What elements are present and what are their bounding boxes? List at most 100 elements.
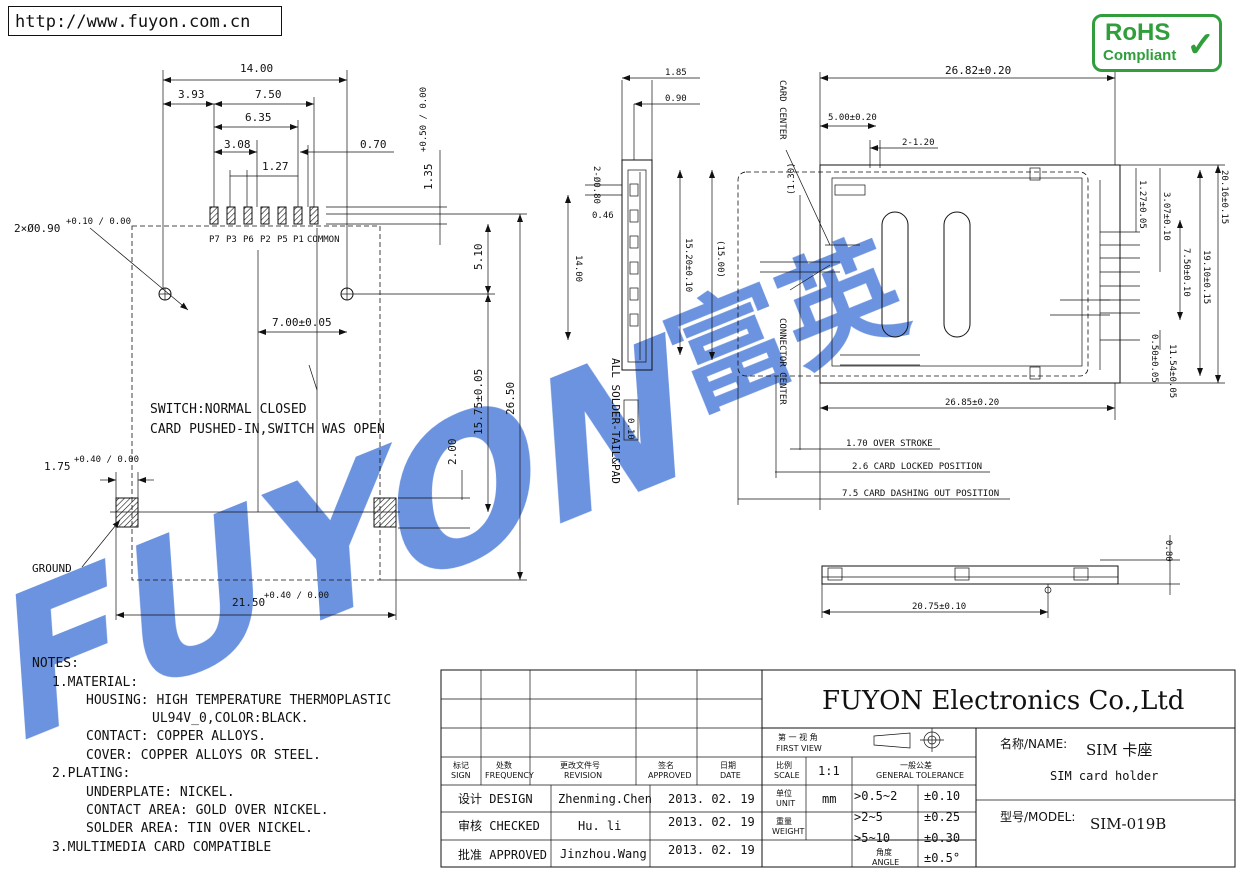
approved-name: Jinzhou.Wang [560, 847, 647, 861]
dim-750: 7.50 [255, 88, 282, 101]
tol-range: >5~10 [854, 831, 890, 845]
dim-2150: 21.50 [232, 596, 265, 609]
angle-tol: ±0.5° [924, 851, 960, 865]
note-line: UL94V_0,COLOR:BLACK. [152, 711, 309, 726]
weight-en: WEIGHT [772, 827, 805, 836]
flatness: 0.10 [625, 418, 635, 440]
angle-cn: 角度 [876, 847, 892, 857]
hdr-en: APPROVED [648, 771, 692, 780]
hdr-en: FREQUENCY [485, 771, 534, 780]
dim-26: 2.6 CARD LOCKED POSITION [852, 462, 982, 472]
checked-name: Hu. li [578, 819, 621, 833]
hdr-cn: 签名 [658, 760, 674, 770]
dim-14: 14.00 [240, 62, 273, 75]
switch-note-2: CARD PUSHED-IN,SWITCH WAS OPEN [150, 422, 385, 437]
dim-127r: 1.27±0.05 [1137, 180, 1147, 229]
checked-label: 审核 CHECKED [458, 818, 540, 833]
note-line: SOLDER AREA: TIN OVER NICKEL. [86, 821, 313, 836]
hdr-en: SCALE [774, 771, 800, 780]
dim-1520: 15.20±0.10 [683, 238, 693, 292]
product-name-cn: SIM 卡座 [1086, 741, 1152, 759]
hole-tol: +0.10 / 0.00 [66, 217, 131, 227]
hole-spec: 2×Ø0.90 [14, 222, 60, 235]
hdr-cn: 处数 [496, 760, 512, 770]
tol-range: >2~5 [854, 810, 883, 824]
tol-header-cn: 一般公差 [900, 760, 932, 770]
note-line: 2.PLATING: [52, 766, 130, 781]
model-number: SIM-019B [1090, 815, 1166, 833]
dim-080r: 0.80 [1163, 540, 1173, 562]
check-icon: ✓ [1186, 26, 1216, 64]
checked-date: 2013. 02. 19 [668, 815, 755, 829]
title-block: FUYON Electronics Co.,Ltd 第 一 视 角 FIRST … [440, 669, 1236, 868]
note-line: HOUSING: HIGH TEMPERATURE THERMOPLASTIC [86, 693, 391, 708]
pin-label: P6 [243, 235, 254, 245]
dim-393: 3.93 [178, 88, 205, 101]
dim-2075: 20.75±0.10 [912, 602, 966, 612]
solder-note: ALL SOLDER-TAIL&PAD [609, 358, 622, 484]
hdr-cn: 标记 [453, 760, 469, 770]
top-view: 26.82±0.20 5.00±0.20 2-1.20 CARD CENTER … [737, 64, 1229, 618]
dim-2x120: 2-1.20 [902, 138, 935, 148]
connector-center: CONNECTOR CENTER [777, 318, 787, 405]
dim-2016: 20.16±0.15 [1219, 170, 1229, 224]
dim-500: 5.00±0.20 [828, 113, 877, 123]
model-label: 型号/MODEL: [1000, 810, 1075, 824]
name-label: 名称/NAME: [1000, 736, 1067, 751]
pin-label: COMMON [307, 235, 340, 245]
dim-750r: 7.50±0.10 [1181, 248, 1191, 297]
rohs-badge: RoHS Compliant ✓ [1092, 14, 1222, 72]
rohs-title: RoHS [1105, 19, 1171, 46]
note-line: COVER: COPPER ALLOYS OR STEEL. [86, 748, 321, 763]
note-line: UNDERPLATE: NICKEL. [86, 785, 235, 800]
pin-label: P5 [277, 235, 288, 245]
dim-1400: 14.00 [573, 255, 583, 282]
dim-1575: 15.75±0.05 [472, 369, 485, 435]
dim-185: 1.85 [665, 68, 687, 78]
ground-label: GROUND [32, 562, 72, 575]
dim-1154: 11.54±0.05 [1167, 344, 1177, 398]
card-outline [131, 225, 381, 581]
note-line: CONTACT AREA: GOLD OVER NICKEL. [86, 803, 329, 818]
dim-2650: 26.50 [504, 382, 517, 415]
tol-value: ±0.25 [924, 810, 960, 824]
hdr-cn: 日期 [720, 761, 736, 770]
dim-1500: (15.00) [715, 240, 725, 278]
dim-2682: 26.82±0.20 [945, 64, 1011, 77]
dim-070: 0.70 [360, 138, 387, 151]
scale-value: 1:1 [818, 764, 840, 778]
projection-symbol-icon [873, 728, 944, 752]
rohs-subtitle: Compliant [1103, 47, 1177, 64]
unit-cn: 单位 [776, 788, 792, 798]
pin-pads [209, 206, 319, 225]
design-date: 2013. 02. 19 [668, 792, 755, 806]
note-line: 1.MATERIAL: [52, 675, 138, 690]
approved-label: 批准 APPROVED [458, 847, 547, 862]
hdr-en: SIGN [451, 771, 471, 780]
hdr-en: REVISION [564, 771, 602, 780]
unit-value: mm [822, 792, 836, 806]
hdr-cn: 比例 [776, 760, 792, 770]
dim-127: 1.27 [262, 160, 289, 173]
dim-635: 6.35 [245, 111, 272, 124]
tol-value: ±0.10 [924, 789, 960, 803]
holder-body [819, 164, 1121, 384]
dim-175: 1.75 [44, 460, 71, 473]
card-outline-right [737, 171, 1089, 377]
weight-cn: 重量 [776, 816, 792, 826]
pin-label: P2 [260, 235, 271, 245]
dim-308: 3.08 [224, 138, 251, 151]
ground-pad-left [115, 497, 139, 528]
dim-700: 7.00±0.05 [272, 316, 332, 329]
dim-307: 3.07±0.10 [1161, 192, 1171, 241]
hdr-en: DATE [720, 771, 741, 780]
card-center: CARD CENTER [777, 80, 787, 140]
hdr-cn: 更改文件号 [560, 760, 600, 770]
dim-510: 5.10 [472, 244, 485, 271]
approved-date: 2013. 02. 19 [668, 843, 755, 857]
tol-header-en: GENERAL TOLERANCE [876, 771, 964, 780]
dim-135-tol: +0.50 / 0.00 [419, 87, 429, 152]
dim-2685: 26.85±0.20 [945, 398, 999, 408]
first-view-cn: 第 一 视 角 [778, 732, 818, 742]
